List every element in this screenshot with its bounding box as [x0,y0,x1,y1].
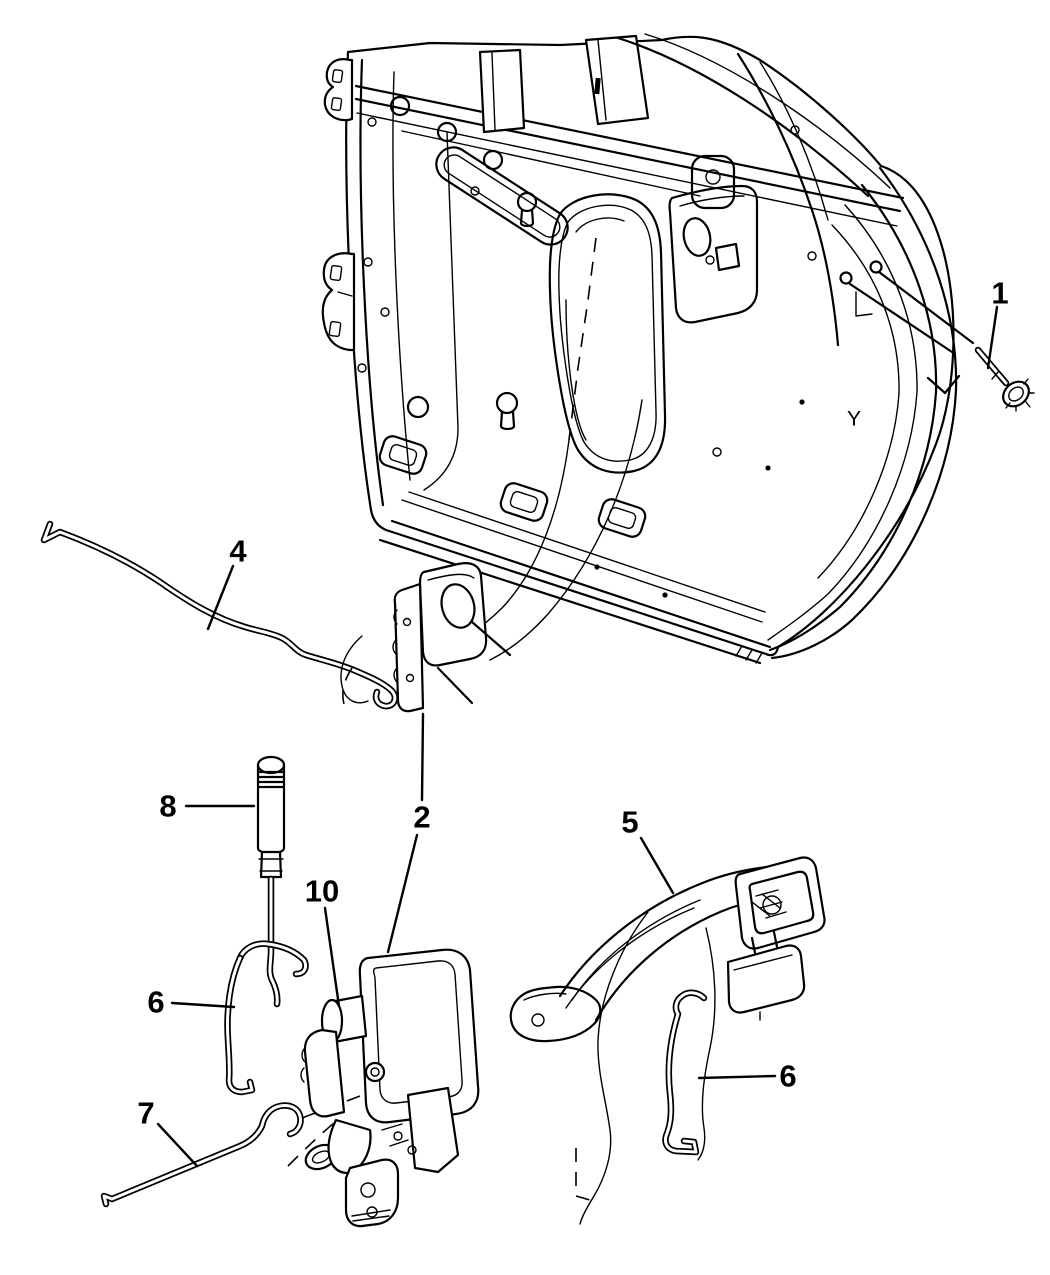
callout-leader-lines [156,305,999,1168]
callout-6-right: 6 [779,1058,797,1094]
lock-rod-part4-drawing [40,520,399,710]
door-latch-installed-drawing [340,562,512,713]
callout-4: 4 [229,533,247,569]
door-latch-assembly-drawing [300,948,480,1228]
callout-5: 5 [621,804,639,840]
reference-label-y: Y [846,407,862,431]
screw-part-drawing [974,346,1035,412]
callout-7: 7 [137,1095,155,1131]
outside-handle-part5-drawing [509,856,826,1225]
callout-2: 2 [413,799,431,835]
callout-8: 8 [159,788,177,824]
callout-1: 1 [991,275,1009,311]
lock-knob-part8-drawing [256,755,286,1008]
callout-6-left: 6 [147,984,165,1020]
link-rod-part6-right-drawing [662,989,708,1156]
callout-10: 10 [304,873,340,909]
door-panel-drawing [321,33,975,665]
link-rod-part6-left-drawing [224,940,309,1096]
